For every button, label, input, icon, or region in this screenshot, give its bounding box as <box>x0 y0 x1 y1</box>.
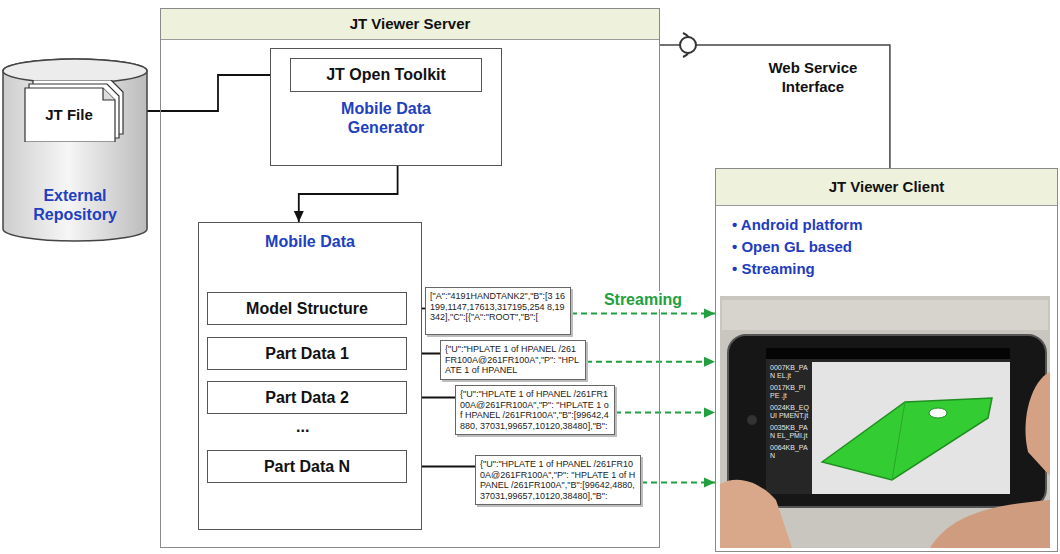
node-text: • Open GL based <box>716 236 1057 258</box>
panel-edge <box>892 402 905 480</box>
node-text: {"U":"HPLATE 1 of HPANEL /261FR100A@261F… <box>445 344 581 376</box>
interface-line <box>660 45 890 168</box>
node-text: • Streaming <box>716 258 1057 280</box>
jt-file-icon: JT File <box>24 80 124 142</box>
node-text: Part Data N <box>264 458 350 476</box>
node-text: Model Structure <box>246 300 368 318</box>
node-text: Part Data 2 <box>265 389 349 407</box>
node-text: External Repository <box>2 186 148 224</box>
green-panel-model <box>822 398 992 480</box>
status-bar <box>766 348 1010 359</box>
generator-box: Mobile Data Generator JT Open Toolkit <box>270 48 502 166</box>
ellipsis: ... <box>296 418 309 436</box>
streaming-arrow <box>586 361 715 363</box>
node-text: {"U":"HPLATE 1 of HPANEL /261FR100A@261F… <box>460 389 610 431</box>
phone-body <box>728 335 1046 507</box>
screen-file-label: 0064KB_PAN <box>770 444 810 460</box>
flow-arrow <box>299 166 398 222</box>
photo-wall <box>722 300 1048 330</box>
json-document: {"U":"HPLATE 1 of HPANEL /261FR100A@261F… <box>475 455 641 505</box>
interface-lollipop <box>680 37 696 53</box>
part-data-box: Part Data 1 <box>207 337 407 370</box>
model-structure-box: Model Structure <box>207 292 407 325</box>
flow-arrow <box>124 75 290 111</box>
server-panel: JT Viewer ServerMobile Data Generator JT … <box>160 8 660 548</box>
photo-background <box>720 296 1050 548</box>
streaming-arrow <box>571 312 715 314</box>
streaming-arrow <box>615 412 715 414</box>
repository-cylinder: External Repository JT File <box>2 58 148 242</box>
screen-file-label: 0007KB_PAN EL.jt <box>770 364 810 380</box>
node-text: JT File <box>24 106 114 124</box>
panel-hole <box>929 408 947 418</box>
node-text: JT Viewer Client <box>716 169 1057 206</box>
node-text: JT Open Toolkit <box>326 66 446 84</box>
node-text: Mobile Data <box>199 232 421 251</box>
json-document: {"U":"HPLATE 1 of HPANEL /261FR100A@261F… <box>455 385 615 435</box>
json-document: ["A":"4191HANDTANK2","B":[3 16199,1147,1… <box>425 287 571 335</box>
streaming-arrow <box>641 482 715 484</box>
node-text: ["A":"4191HANDTANK2","B":[3 16199,1147,1… <box>430 291 566 323</box>
edge-label: Streaming <box>602 291 684 309</box>
json-document: {"U":"HPLATE 1 of HPANEL /261FR100A@261F… <box>440 340 586 380</box>
client-panel: JT Viewer Client • Android platform• Open… <box>715 168 1058 552</box>
node-text: {"U":"HPLATE 1 of HPANEL /261FR100A@261F… <box>480 459 636 501</box>
screen-file-label: 0017KB_PIPE .jt <box>770 384 810 400</box>
viewport <box>812 362 1010 494</box>
interface-label: Web Service Interface <box>756 58 870 96</box>
phone-camera <box>747 415 757 425</box>
mobile-data-box: Mobile DataModel StructurePart Data 1 Par… <box>198 222 422 530</box>
phone-screen <box>766 348 1010 494</box>
part-data-box: Part Data N <box>207 450 407 483</box>
screen-file-label: 0024KB_EQUI PMENT.jt <box>770 404 810 420</box>
left-hand <box>720 480 792 548</box>
screen-file-label: 0035KB_PAN EL_PMI.jt <box>770 424 810 440</box>
node-text: • Android platform <box>716 214 1057 236</box>
node-text: Part Data 1 <box>265 345 349 363</box>
right-hand <box>930 500 1050 548</box>
node-text: JT Viewer Server <box>161 9 659 40</box>
right-thumb <box>1025 372 1050 476</box>
node-text: Mobile Data Generator <box>311 99 461 137</box>
toolkit-box: JT Open Toolkit <box>290 58 482 92</box>
part-data-box: Part Data 2 <box>207 381 407 414</box>
